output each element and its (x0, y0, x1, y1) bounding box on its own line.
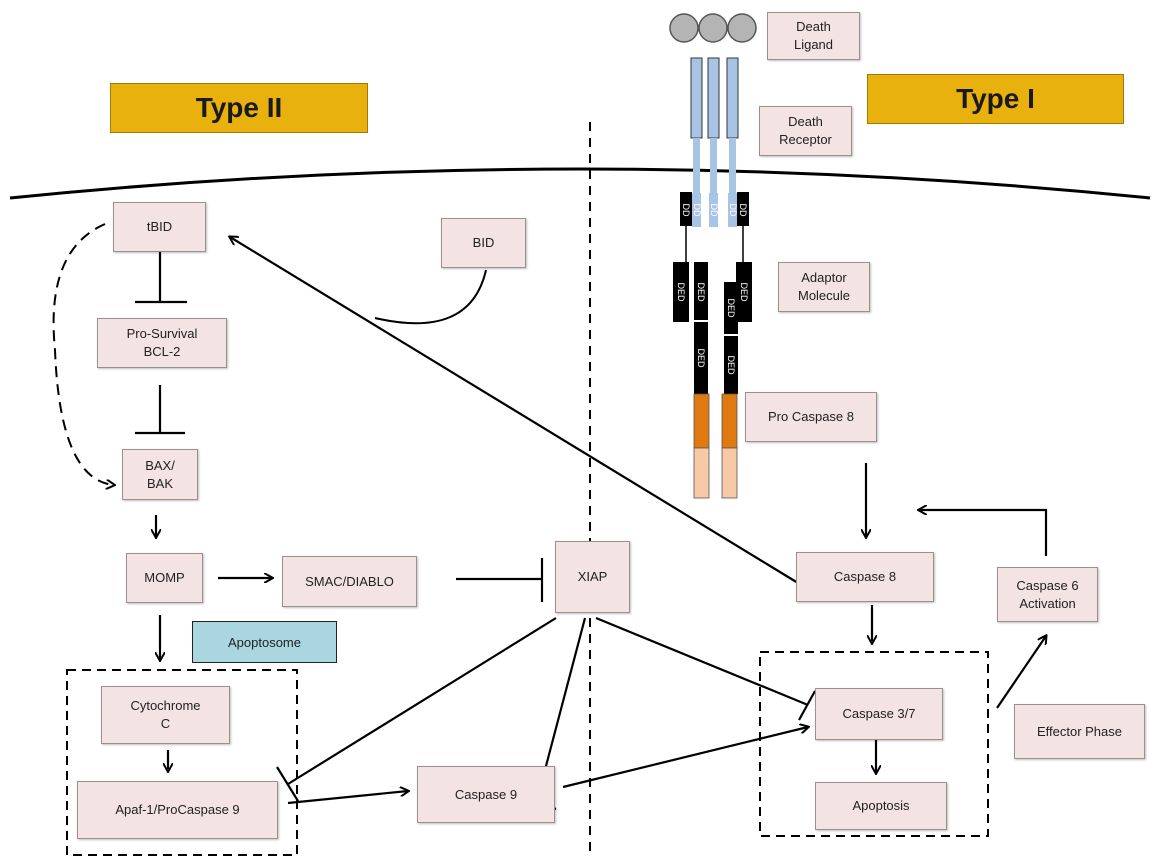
cell-membrane (9, 167, 1151, 200)
procaspase8-large-subunit (693, 393, 710, 449)
dd-label: DD (681, 204, 691, 217)
adaptor-molecule-complex (673, 192, 752, 322)
xiap-inhibits-caspase37-bar (798, 690, 816, 721)
momp-node: MOMP (126, 553, 203, 603)
receptor-extracellular (707, 57, 720, 139)
death-ligand-node: Death Ligand (767, 12, 860, 60)
adaptor-dd-block (680, 192, 692, 226)
apoptosome-complex-dashed-box (66, 669, 298, 856)
bax-bak-node: BAX/ BAK (122, 449, 198, 500)
domain-labels-blue: DD DD DD (692, 204, 738, 217)
adaptor-molecule-node: Adaptor Molecule (778, 262, 870, 312)
xiap-node: XIAP (555, 541, 630, 613)
caspase6-activation-node: Caspase 6 Activation (997, 567, 1098, 622)
caspase8-to-tbid-arrow (230, 237, 799, 584)
pro-caspase8-chains (693, 262, 738, 499)
procaspase8-ded2 (724, 336, 738, 394)
dd-label: DD (709, 204, 719, 217)
ligand-circle (698, 13, 728, 43)
dd-label: DD (738, 204, 748, 217)
xiap-inhibits-caspase37-stem (595, 616, 809, 707)
arrows (156, 237, 1048, 805)
caspase3-7-node: Caspase 3/7 (815, 688, 943, 740)
ded-label: DED (696, 282, 706, 302)
caspase8-node: Caspase 8 (796, 552, 934, 602)
death-receptor-node: Death Receptor (759, 106, 852, 156)
caspase6-to-caspase8-arrow (919, 510, 1048, 556)
procaspase8-small-subunit (721, 447, 738, 499)
domain-labels: DD DD DED DED DED DED DED DED (676, 204, 749, 375)
ded-label: DED (696, 348, 706, 368)
type-ii-label: Type II (110, 83, 368, 133)
receptor-transmembrane (693, 138, 700, 193)
procaspase8-small-subunit (693, 447, 710, 499)
ded-label: DED (726, 355, 736, 375)
procaspase8-ded2 (694, 322, 708, 394)
smac-diablo-node: SMAC/DIABLO (282, 556, 417, 607)
dd-label: DD (728, 204, 738, 217)
ligand-circle (727, 13, 757, 43)
pro-caspase8-node: Pro Caspase 8 (745, 392, 877, 442)
bid-to-tbid-curve (374, 269, 487, 325)
tbid-node: tBID (113, 202, 206, 252)
receptor-dd (692, 193, 701, 227)
adaptor-ded-block (673, 262, 689, 322)
receptor-dd (709, 193, 718, 227)
procaspase8-large-subunit (721, 393, 738, 449)
ded-label: DED (739, 282, 749, 302)
procaspase8-ded1 (694, 262, 708, 320)
adaptor-dd-block (737, 192, 749, 226)
effector-phase-node: Effector Phase (1014, 704, 1145, 759)
ded-label: DED (726, 298, 736, 318)
caspase9-node: Caspase 9 (417, 766, 555, 823)
ligand-circle (669, 13, 699, 43)
caspase37-to-caspase6-arrow (996, 636, 1046, 709)
apoptosome-label: Apoptosome (192, 621, 337, 663)
death-ligand-trimer (669, 13, 757, 43)
apaf-to-caspase9-arrow (287, 791, 408, 805)
receptor-transmembrane (729, 138, 736, 193)
adaptor-ded-block (736, 262, 752, 322)
receptor-dd (728, 193, 737, 227)
effector-phase-dashed-box (759, 651, 989, 837)
caspase9-to-caspase37-arrow (562, 727, 808, 789)
ded-label: DED (676, 282, 686, 302)
apaf1-procaspase9-node: Apaf-1/ProCaspase 9 (77, 781, 278, 839)
apoptosis-node: Apoptosis (815, 782, 947, 830)
receptor-extracellular (690, 57, 703, 139)
tbid-to-bax-dashed-arrow (52, 223, 114, 485)
xiap-inhibits-apaf-bar (276, 766, 299, 802)
procaspase8-ded1 (724, 282, 738, 334)
death-receptor-trimer (690, 57, 739, 227)
bid-node: BID (441, 218, 526, 268)
cytochrome-c-node: Cytochrome C (101, 686, 230, 744)
pro-survival-bcl2-node: Pro-Survival BCL-2 (97, 318, 227, 368)
dd-label: DD (692, 204, 702, 217)
xiap-inhibits-apaf-stem (287, 617, 557, 785)
type-i-label: Type I (867, 74, 1124, 124)
receptor-transmembrane (710, 138, 717, 193)
receptor-extracellular (726, 57, 739, 139)
